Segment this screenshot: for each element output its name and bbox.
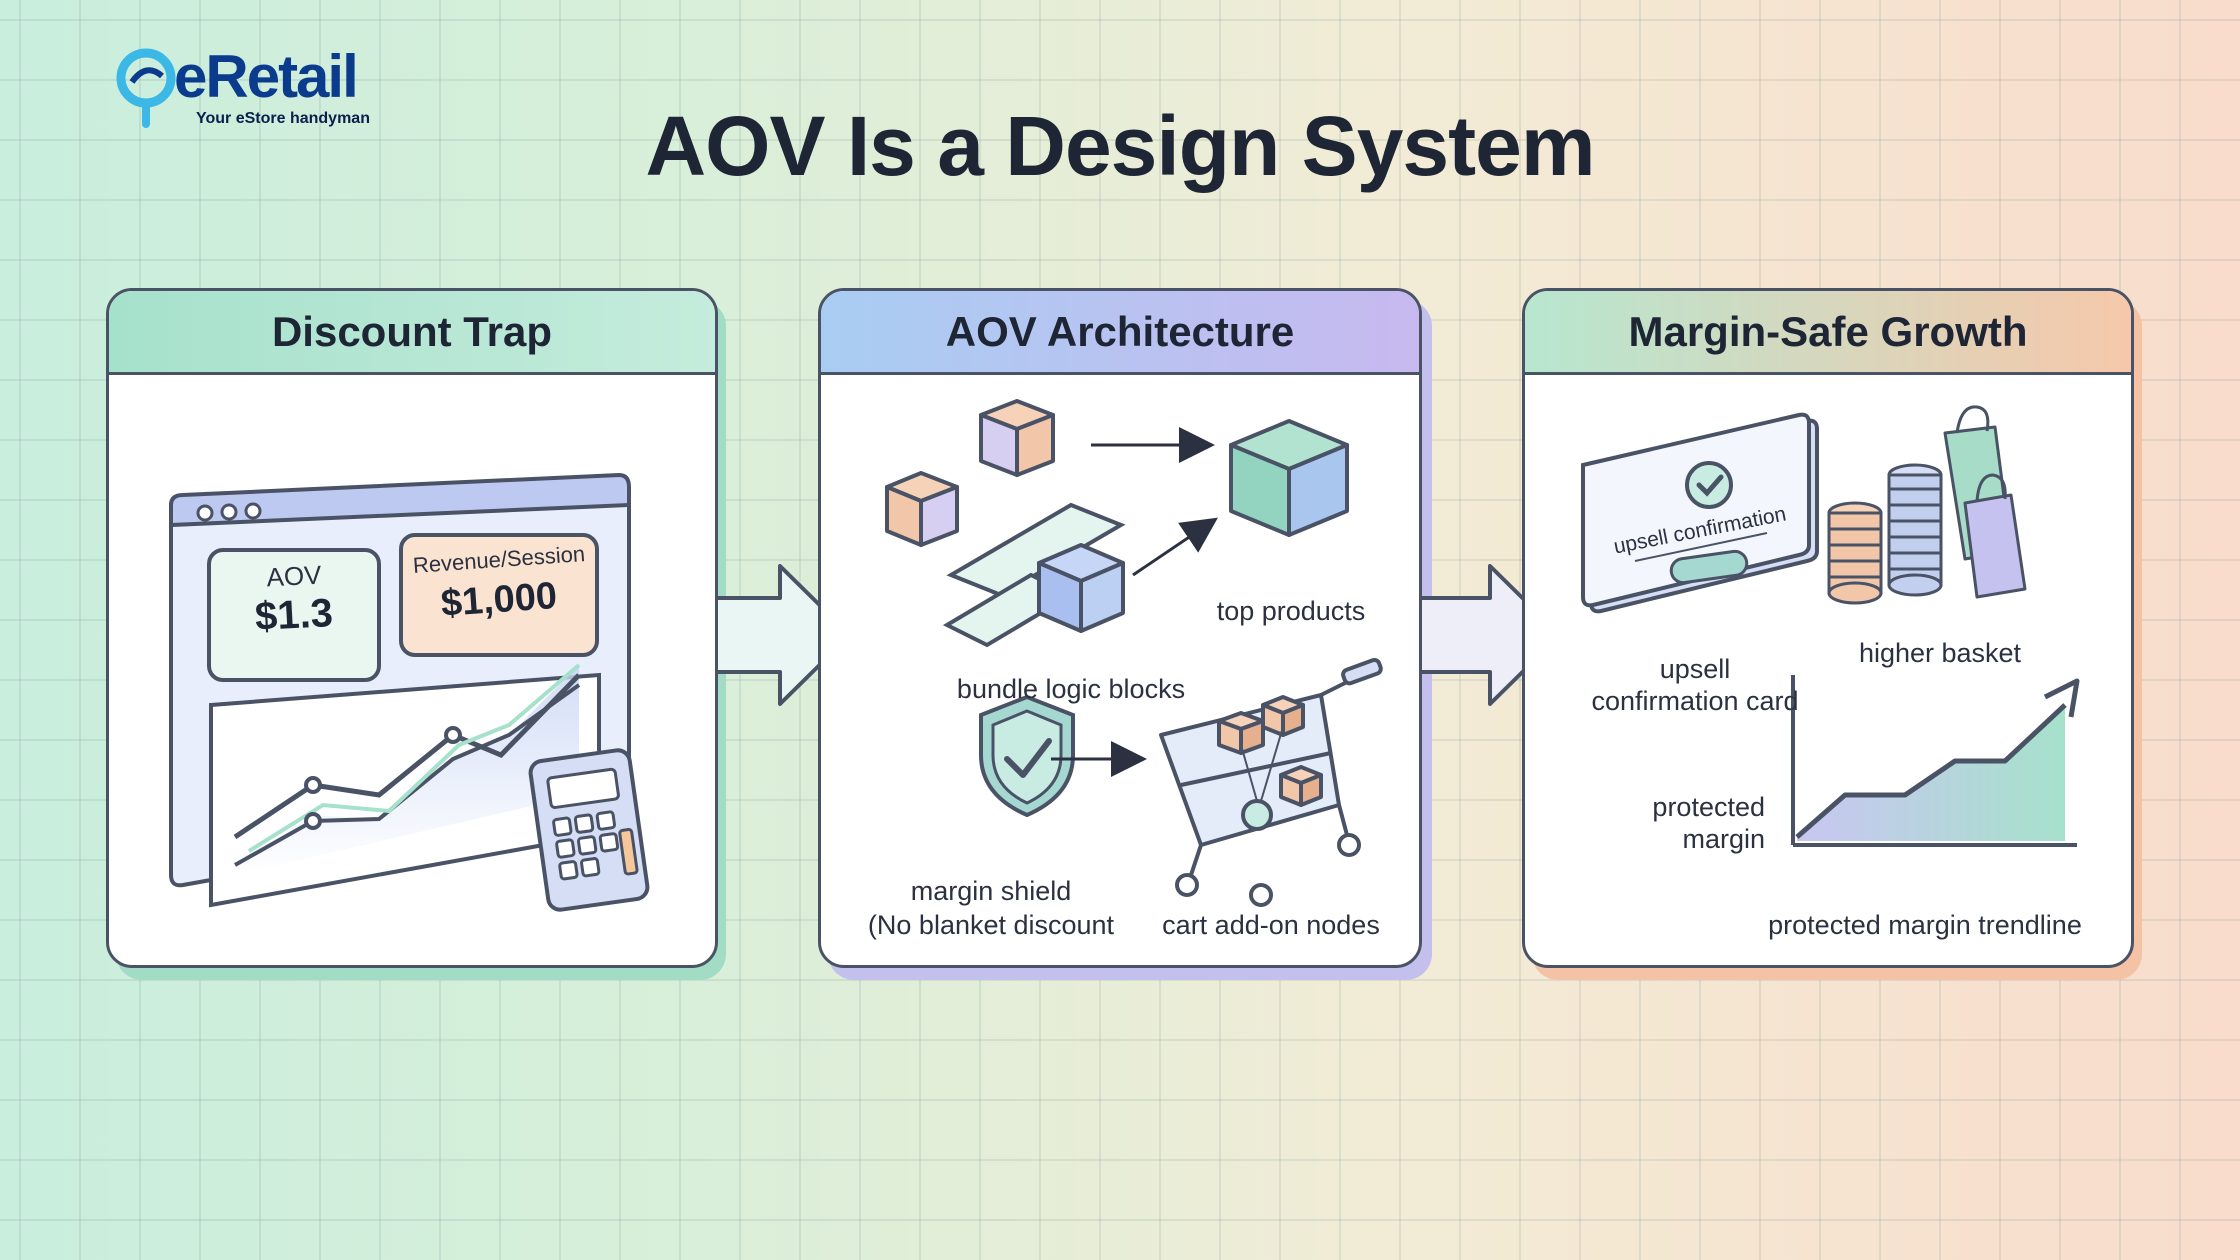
brand-logo: eRetail Your eStore handyman [112,40,392,130]
panel-heading: Margin-Safe Growth [1525,291,2131,375]
panel-aov-architecture: AOV Architecture [818,288,1422,968]
panel-heading-text: Margin-Safe Growth [1628,307,2028,355]
shopping-cart-icon [1159,657,1383,907]
panel-heading-text: AOV Architecture [945,307,1295,355]
label-margin-shield: margin shield [910,876,1072,906]
label-margin: margin [1682,824,1765,854]
shopping-bag-icon [1943,405,2027,599]
label-higher-basket: higher basket [1858,638,2022,668]
metric-card-aov [207,548,381,682]
panel-heading: Discount Trap [109,291,715,375]
label-upsell-confirmation-card: confirmation card [1591,686,1799,716]
architecture-illustration [885,399,1383,907]
brand-tagline: Your eStore handyman [196,110,370,127]
page-title: AOV Is a Design System [645,99,1595,193]
growth-illustration [1581,405,2080,847]
browser-window-icon [169,472,650,912]
card-check-icon [1581,412,1819,614]
shield-check-icon [979,694,1075,818]
label-protected: protected [1652,792,1765,822]
label-cart-add-on-nodes: cart add-on nodes [1162,910,1380,940]
box-icon [885,471,959,547]
brand-name: eRetail [174,43,359,110]
panel-heading: AOV Architecture [821,291,1419,375]
label-upsell: upsell [1659,654,1731,684]
box-icon [979,399,1055,477]
metric-aov-value: $1.3 [253,590,334,640]
panel-discount-trap: Discount Trap [106,288,718,968]
cube-icon [1229,419,1349,537]
coin-stack-icon [1827,463,1943,605]
calculator-icon [528,748,650,912]
label-no-blanket-discount: (No blanket discount [867,910,1115,940]
trend-arrow-icon [1791,675,2080,847]
label-bundle-logic: bundle logic blocks [956,674,1186,704]
label-top-products: top products [1216,596,1366,626]
brand-logo-mark-icon [116,48,176,128]
panel-margin-safe-growth: Margin-Safe Growth [1522,288,2134,968]
panel-heading-text: Discount Trap [271,307,553,355]
cube-icon [1037,543,1125,633]
label-protected-margin-trendline: protected margin trendline [1768,910,2082,940]
metric-card-revenue [399,533,599,657]
